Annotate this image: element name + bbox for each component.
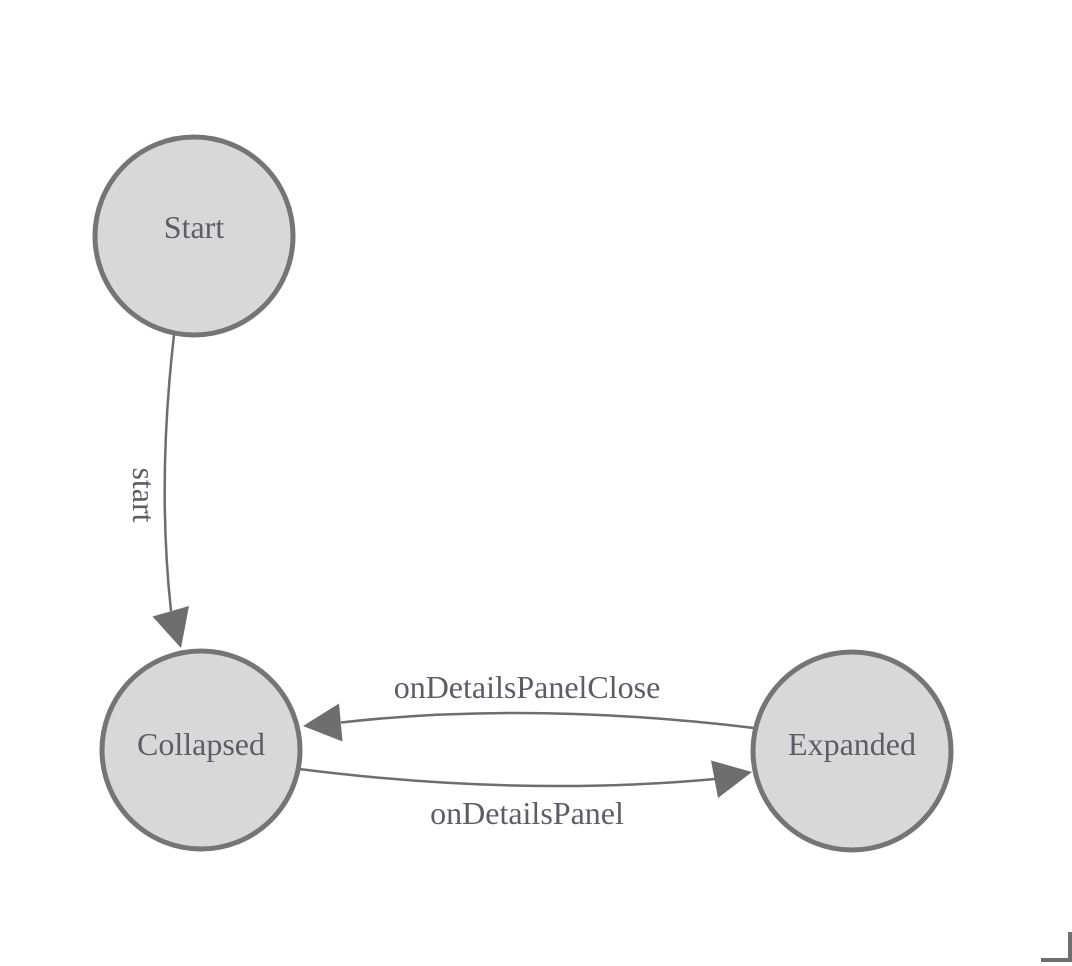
state-circle-start[interactable] — [92, 134, 296, 338]
transition-ondetailspanelclose: onDetailsPanelClose — [303, 669, 755, 742]
edge-path-start — [163, 334, 176, 612]
edge-path-ondetailspanel — [298, 767, 716, 788]
transition-ondetailspanel: onDetailsPanel — [298, 760, 752, 831]
transition-label-ondetailspanelclose: onDetailsPanelClose — [394, 669, 661, 705]
state-label-start: Start — [164, 209, 225, 245]
state-node-start[interactable]: Start — [92, 134, 296, 338]
resize-handle-icon[interactable] — [1041, 932, 1072, 962]
state-circle-expanded[interactable] — [750, 649, 954, 853]
arrowhead-ondetailspanel-icon — [711, 760, 752, 798]
arrowhead-start-icon — [152, 606, 189, 648]
state-node-expanded[interactable]: Expanded — [750, 649, 954, 853]
state-circle-collapsed[interactable] — [99, 648, 303, 852]
state-label-expanded: Expanded — [788, 726, 916, 762]
transition-label-ondetailspanel: onDetailsPanel — [430, 795, 624, 831]
state-node-collapsed[interactable]: Collapsed — [99, 648, 303, 852]
transition-start: start — [126, 334, 189, 648]
arrowhead-ondetailspanelclose-icon — [303, 703, 343, 742]
state-label-collapsed: Collapsed — [137, 726, 265, 762]
transition-label-start: start — [126, 467, 162, 522]
edge-path-ondetailspanelclose — [340, 711, 755, 730]
